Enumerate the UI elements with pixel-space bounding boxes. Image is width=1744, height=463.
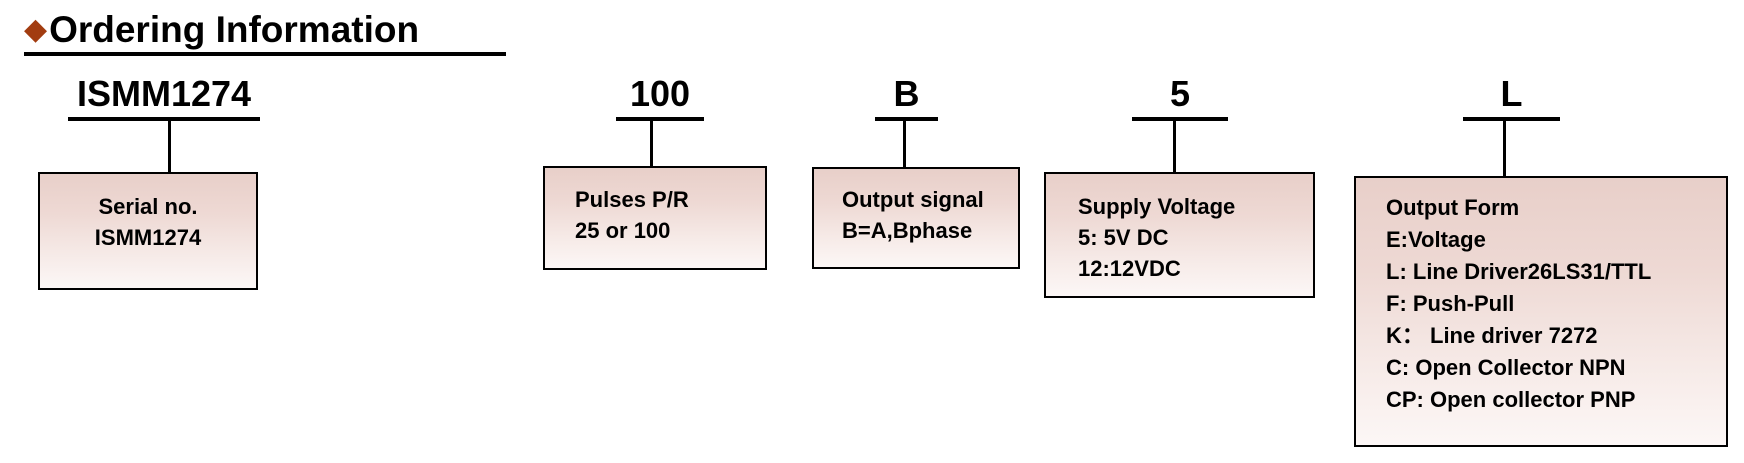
box-line: CP: Open collector PNP xyxy=(1386,387,1636,412)
box-line: E:Voltage xyxy=(1386,227,1486,252)
box-line: C: Open Collector NPN xyxy=(1386,355,1626,380)
description-box-pulses: Pulses P/R 25 or 100 xyxy=(543,166,767,270)
description-box-serial: Serial no. ISMM1274 xyxy=(38,172,258,290)
code-underline-signal xyxy=(875,117,938,121)
code-underline-form xyxy=(1463,117,1560,121)
part-code-serial: ISMM1274 xyxy=(76,73,252,114)
description-box-signal: Output signal B=A,Bphase xyxy=(812,167,1020,269)
box-line: 5: 5V DC xyxy=(1078,225,1169,250)
box-line: Output Form xyxy=(1386,195,1520,220)
connector-line-form xyxy=(1503,121,1506,176)
part-code-signal: B xyxy=(893,73,920,114)
part-code-voltage: 5 xyxy=(1169,73,1191,114)
section-title-underline xyxy=(24,52,506,56)
box-line: Output signal xyxy=(842,187,984,212)
description-box-voltage: Supply Voltage 5: 5V DC 12:12VDC xyxy=(1044,172,1315,298)
section-title: Ordering Information xyxy=(49,9,420,50)
box-line: 12:12VDC xyxy=(1078,256,1181,281)
connector-line-serial xyxy=(168,121,171,172)
connector-line-signal xyxy=(903,121,906,167)
code-underline-voltage xyxy=(1132,117,1228,121)
box-line: F: Push-Pull xyxy=(1386,291,1515,316)
box-line: 25 or 100 xyxy=(575,218,671,243)
description-box-form: Output Form E:Voltage L: Line Driver26LS… xyxy=(1354,176,1728,447)
box-line: K： Line driver 7272 xyxy=(1386,323,1598,348)
part-code-pulses: 100 xyxy=(629,73,691,114)
box-line: B=A,Bphase xyxy=(842,218,973,243)
connector-line-pulses xyxy=(650,121,653,166)
box-line: Pulses P/R xyxy=(575,187,689,212)
box-line: Supply Voltage xyxy=(1078,194,1236,219)
connector-line-voltage xyxy=(1173,121,1176,172)
section-header: ◆ Ordering Information xyxy=(24,8,419,52)
code-underline-serial xyxy=(68,117,260,121)
diamond-icon: ◆ xyxy=(24,13,48,46)
box-line: ISMM1274 xyxy=(94,225,202,250)
code-underline-pulses xyxy=(616,117,704,121)
box-line: L: Line Driver26LS31/TTL xyxy=(1386,259,1652,284)
part-code-form: L xyxy=(1500,73,1523,114)
box-line: Serial no. xyxy=(98,194,198,219)
